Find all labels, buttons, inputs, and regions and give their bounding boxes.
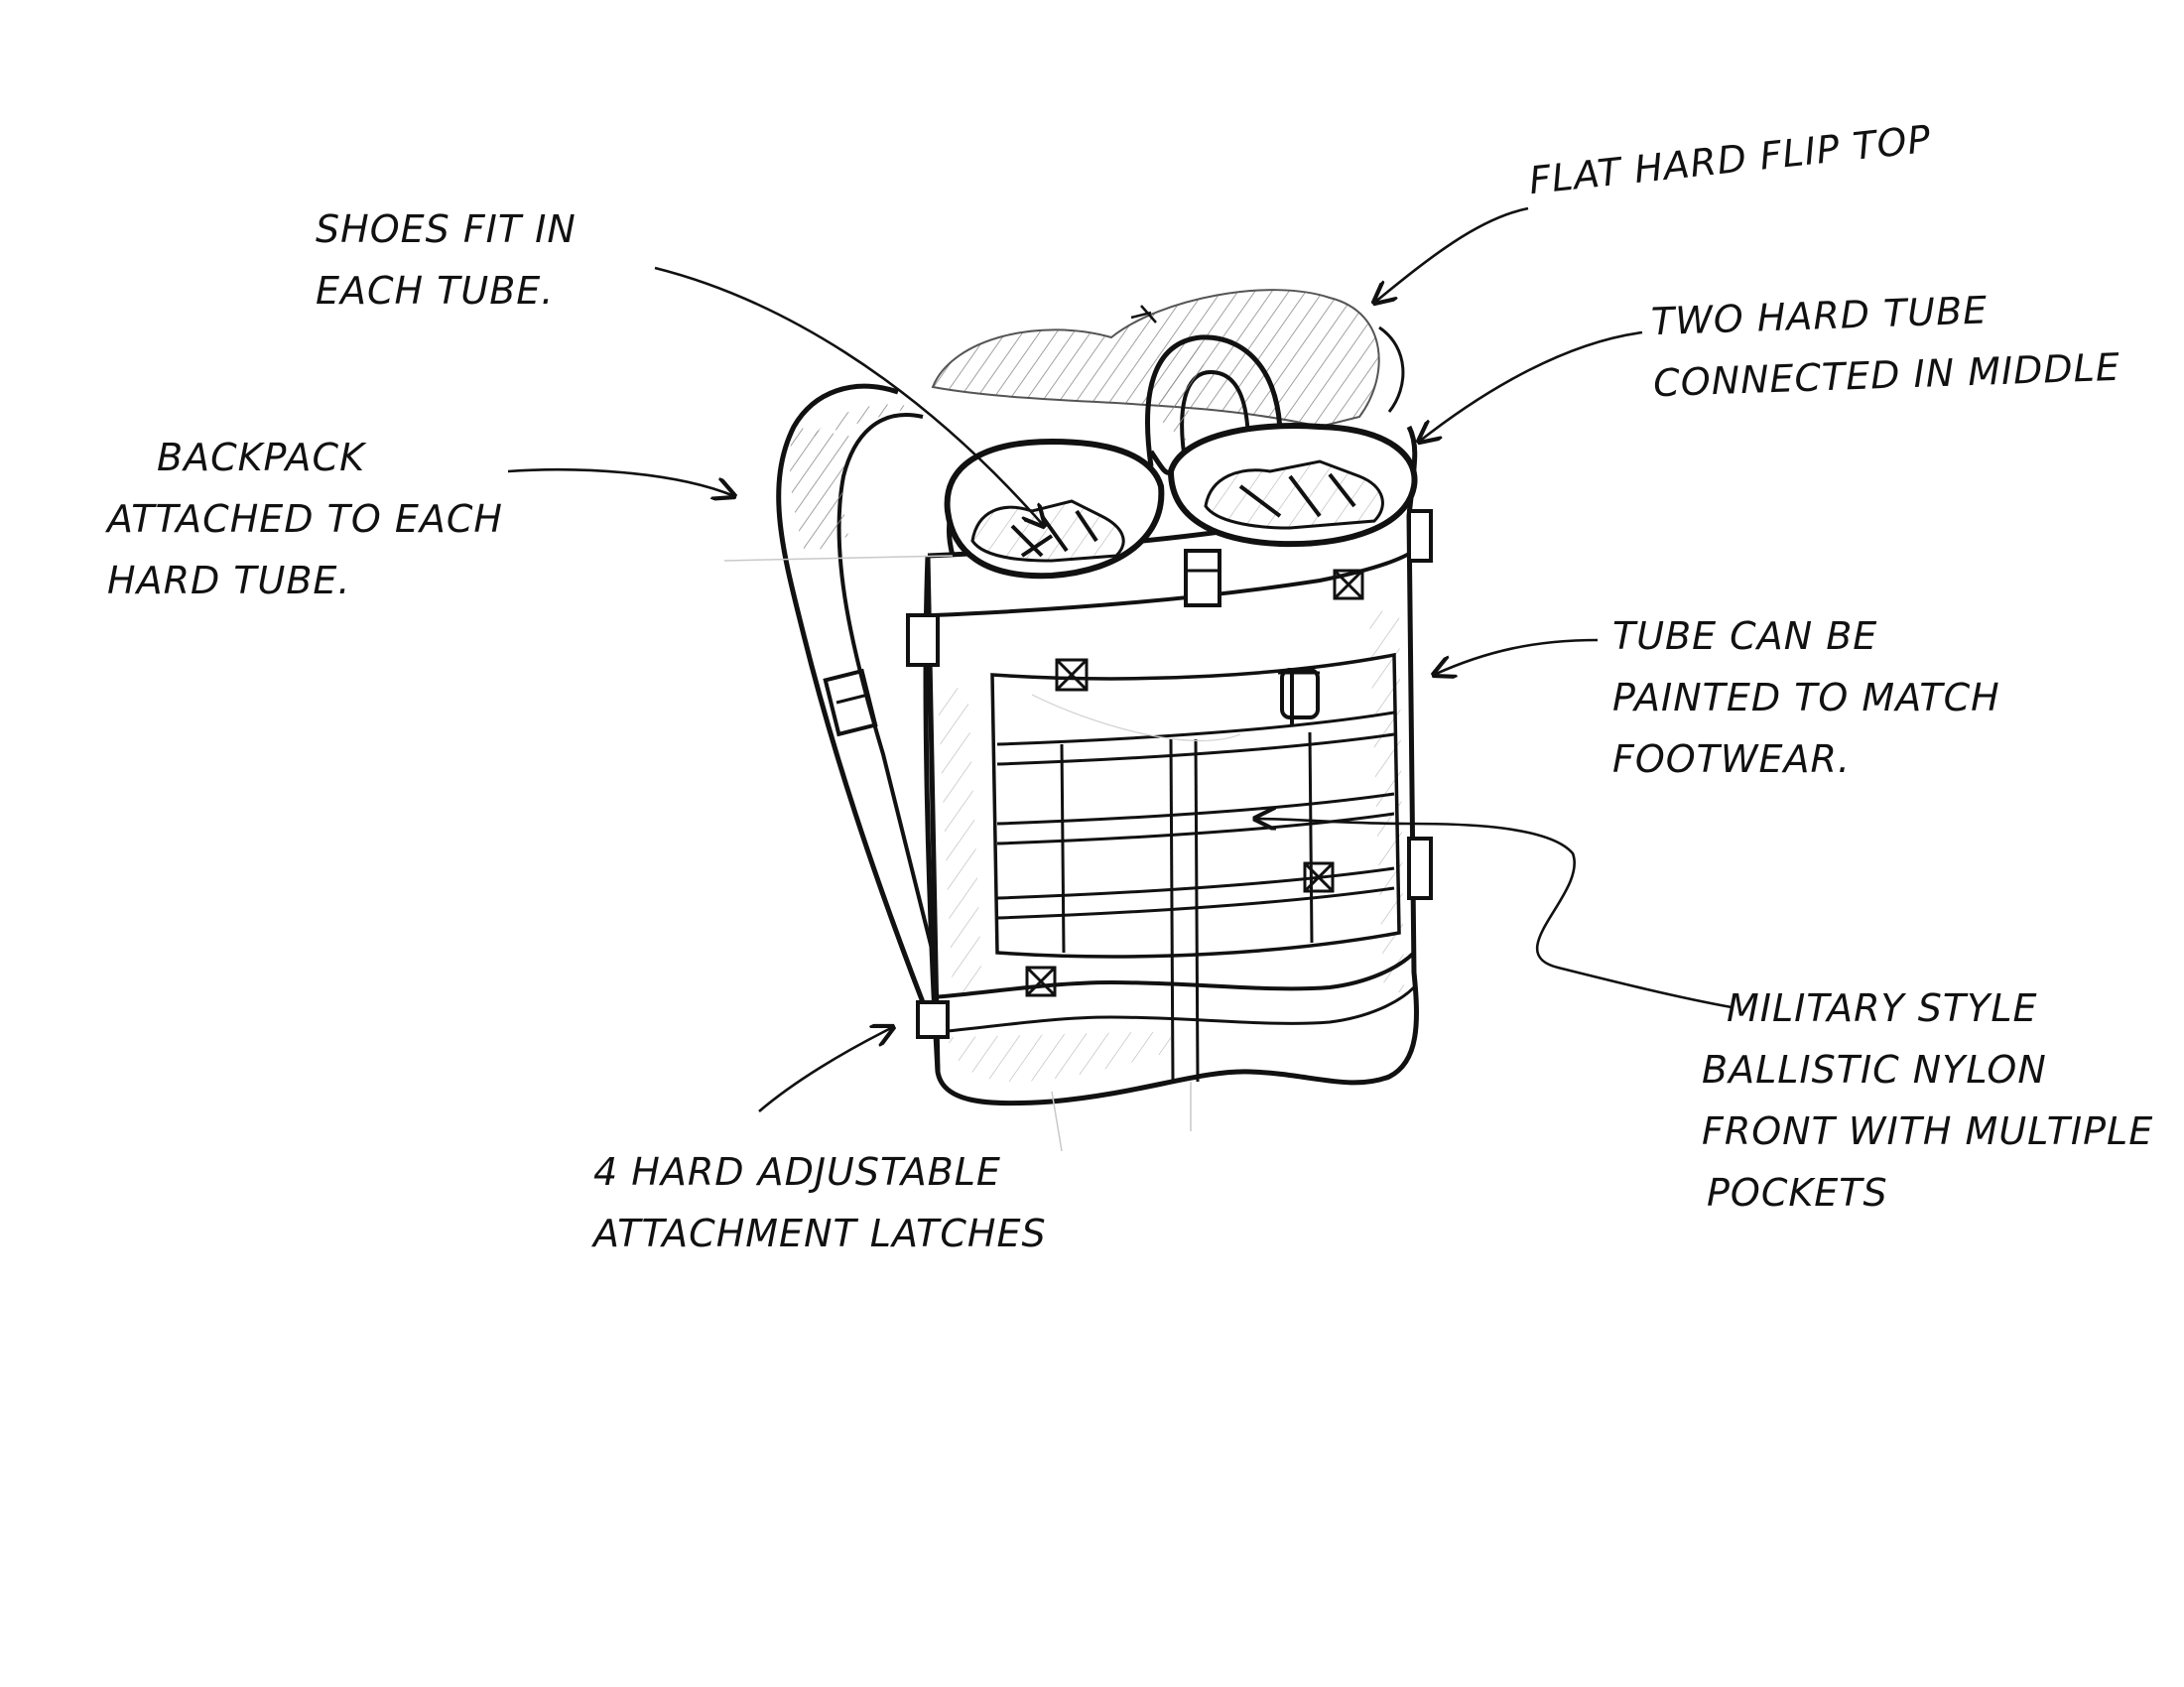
leader-lines [507, 206, 1733, 1112]
note-line: ATTACHED TO EACH [107, 497, 503, 541]
shoe-in-right-tube [1204, 459, 1384, 530]
flip-top-lid [931, 289, 1405, 429]
note-line: FRONT WITH MULTIPLE [1702, 1109, 2154, 1153]
top-handle-strap [1145, 334, 1283, 467]
note-backpack: BACKPACK ATTACHED TO EACH HARD TUBE. [107, 427, 503, 611]
note-line: HARD TUBE. [107, 559, 351, 602]
note-two-tube: TWO HARD TUBE CONNECTED IN MIDDLE [1650, 275, 2121, 414]
note-military-style: MILITARY STYLE BALLISTIC NYLON FRONT WIT… [1702, 977, 2153, 1224]
note-line: MILITARY STYLE [1727, 986, 2038, 1030]
note-line: EACH TUBE. [316, 269, 555, 313]
leader-painted [1434, 638, 1599, 675]
leader-shoes [654, 266, 1044, 526]
note-line: BACKPACK [157, 436, 365, 479]
note-shoes-fit: SHOES FIT IN EACH TUBE. [316, 198, 577, 322]
leader-flip-top [1374, 206, 1529, 303]
note-painted: TUBE CAN BE PAINTED TO MATCH FOOTWEAR. [1612, 605, 2000, 790]
note-line: 4 HARD ADJUSTABLE [593, 1150, 1001, 1194]
brand-emblem-icon [1278, 668, 1320, 724]
leader-latches [758, 1027, 893, 1112]
note-line: FOOTWEAR. [1612, 737, 1851, 781]
note-line: PAINTED TO MATCH [1612, 676, 2000, 719]
note-latches: 4 HARD ADJUSTABLE ATTACHMENT LATCHES [593, 1141, 1047, 1264]
leader-two-tube [1419, 330, 1643, 442]
note-line: TUBE CAN BE [1612, 614, 1878, 658]
pack-body [723, 423, 1433, 1152]
shoulder-strap [776, 383, 945, 1003]
note-line: POCKETS [1707, 1171, 1888, 1215]
leader-backpack [507, 467, 734, 496]
note-line: BALLISTIC NYLON [1702, 1048, 2047, 1092]
leader-military [1255, 819, 1733, 1009]
note-line: ATTACHMENT LATCHES [593, 1212, 1047, 1255]
note-line: SHOES FIT IN [316, 207, 577, 251]
